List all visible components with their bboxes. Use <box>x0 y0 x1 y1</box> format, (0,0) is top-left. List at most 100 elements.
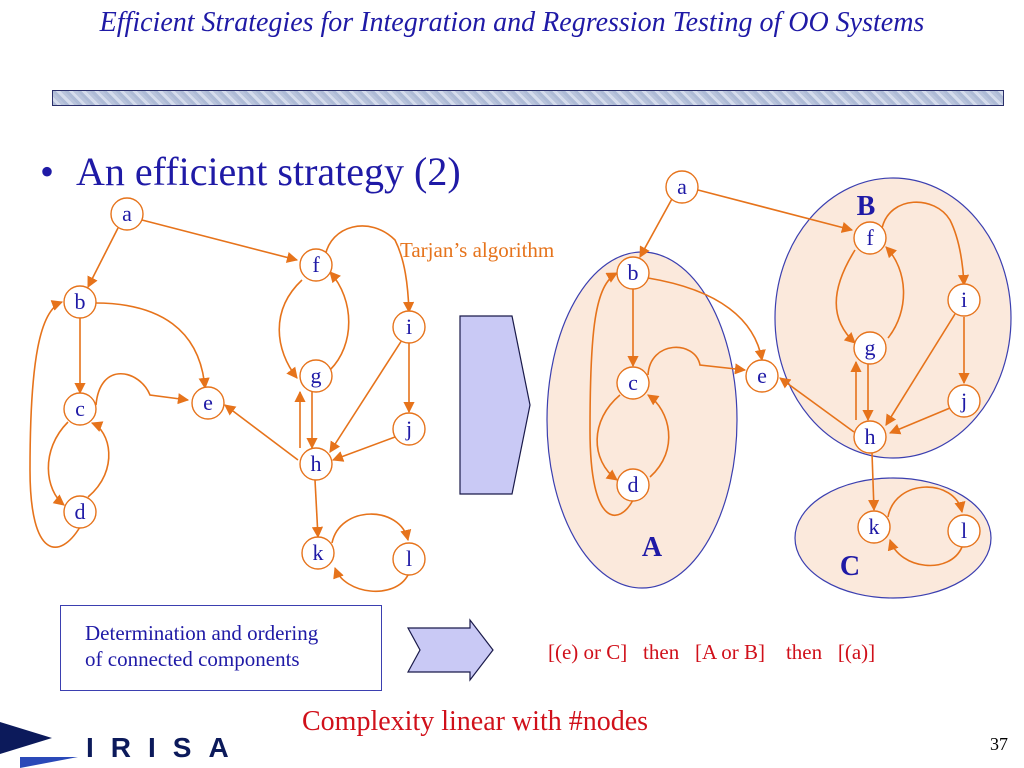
node-c-left <box>63 392 97 426</box>
edge-h-k-right <box>868 452 880 512</box>
edge-d-c-left <box>87 421 110 498</box>
edge-b-e-right <box>647 277 766 362</box>
component-B-label: B <box>857 191 876 222</box>
title-divider-band <box>52 90 1004 106</box>
node-l-left <box>392 542 426 576</box>
box-line-1: Determination and ordering <box>85 621 319 645</box>
node-f-left <box>299 248 333 282</box>
complexity-note: Complexity linear with #nodes <box>302 706 649 737</box>
component-C-region <box>794 477 992 599</box>
node-l-left-label: l <box>406 546 412 571</box>
node-k-right <box>857 510 891 544</box>
node-h-right <box>853 420 887 454</box>
node-l-right-label: l <box>961 518 967 543</box>
node-d-left-label: d <box>75 499 86 524</box>
node-h-right-label: h <box>865 424 876 449</box>
edge-k-l-right <box>887 486 966 518</box>
edge-h-e-right <box>779 377 855 433</box>
edge-a-f-left <box>141 219 299 263</box>
node-j-right-label: j <box>960 388 967 413</box>
edge-k-l-left <box>331 513 412 544</box>
node-c-right <box>616 366 650 400</box>
edge-f-g-right <box>835 249 856 344</box>
node-k-left-label: k <box>313 540 324 565</box>
edge-l-k-right <box>887 538 963 567</box>
tarjan-label: Tarjan’s algorithm <box>400 238 555 262</box>
node-d-left <box>63 495 97 529</box>
node-k-left <box>301 536 335 570</box>
node-a-left-label: a <box>122 201 132 226</box>
edge-l-k-left <box>333 566 409 593</box>
node-g-right <box>853 331 887 365</box>
edge-a-f-right <box>697 189 854 233</box>
irisa-logo-text: IRISA <box>86 732 246 763</box>
node-g-right-label: g <box>865 335 876 360</box>
slide-title: Efficient Strategies for Integration and… <box>99 7 925 38</box>
node-e-left <box>191 386 225 420</box>
component-ordering: [(e) or C] then [A or B] then [(a)] <box>548 640 876 664</box>
node-i-left-label: i <box>406 314 412 339</box>
edge-f-i-right <box>881 201 970 287</box>
irisa-logo-mark <box>0 722 52 754</box>
page-number: 37 <box>990 734 1008 754</box>
node-i-left <box>392 310 426 344</box>
bullet-heading: • An efficient strategy (2) <box>40 148 461 195</box>
edge-c-d-left <box>47 421 69 506</box>
edge-g-f-left <box>329 271 350 371</box>
node-c-right-label: c <box>628 370 638 395</box>
node-a-left <box>110 197 144 231</box>
box-line-2: of connected components <box>85 647 300 671</box>
node-g-left-label: g <box>311 363 322 388</box>
edge-j-h-left <box>331 436 396 462</box>
edge-g-f-right <box>885 246 905 339</box>
node-b-left <box>63 285 97 319</box>
node-j-right <box>947 384 981 418</box>
bullet-text: An efficient strategy (2) <box>76 149 461 194</box>
irisa-logo-mark-accent <box>20 757 78 768</box>
component-C-label: C <box>840 551 860 582</box>
node-i-right <box>947 283 981 317</box>
result-arrow <box>406 618 494 682</box>
node-a-right-label: a <box>677 174 687 199</box>
node-b-right <box>616 256 650 290</box>
edge-d-b-left <box>29 300 81 548</box>
edge-a-b-left <box>87 227 119 288</box>
node-f-right-label: f <box>866 225 874 250</box>
edge-a-b-right <box>639 196 674 258</box>
edge-h-k-left <box>311 479 324 539</box>
edge-c-e-right <box>647 346 747 376</box>
node-i-right-label: i <box>961 287 967 312</box>
node-d-right-label: d <box>628 472 639 497</box>
edge-f-i-left <box>324 225 415 314</box>
node-e-right <box>745 359 779 393</box>
edge-f-g-left <box>278 279 303 379</box>
edge-b-e-left <box>94 302 210 390</box>
edge-i-h-right <box>885 313 956 426</box>
edge-d-c-right <box>647 394 670 478</box>
node-h-left <box>299 447 333 481</box>
edge-c-d-right <box>596 394 621 481</box>
component-A-label: A <box>642 532 663 563</box>
node-j-left-label: j <box>405 416 412 441</box>
edge-j-h-right <box>888 407 951 435</box>
node-e-left-label: e <box>203 390 213 415</box>
node-f-right <box>853 221 887 255</box>
node-d-right <box>616 468 650 502</box>
node-j-left <box>392 412 426 446</box>
node-b-right-label: b <box>628 260 639 285</box>
transformation-arrow <box>459 315 531 495</box>
node-c-left-label: c <box>75 396 85 421</box>
node-h-left-label: h <box>311 451 322 476</box>
edge-h-e-left <box>224 404 299 461</box>
node-a-right <box>665 170 699 204</box>
edge-i-h-left <box>329 339 403 453</box>
node-k-right-label: k <box>869 514 880 539</box>
bullet-dot: • <box>40 149 55 194</box>
components-description-box: Determination and ordering of connected … <box>60 605 382 691</box>
component-B-region <box>774 177 1012 459</box>
node-f-left-label: f <box>312 252 320 277</box>
node-e-right-label: e <box>757 363 767 388</box>
edge-d-b-right <box>589 272 634 516</box>
node-g-left <box>299 359 333 393</box>
